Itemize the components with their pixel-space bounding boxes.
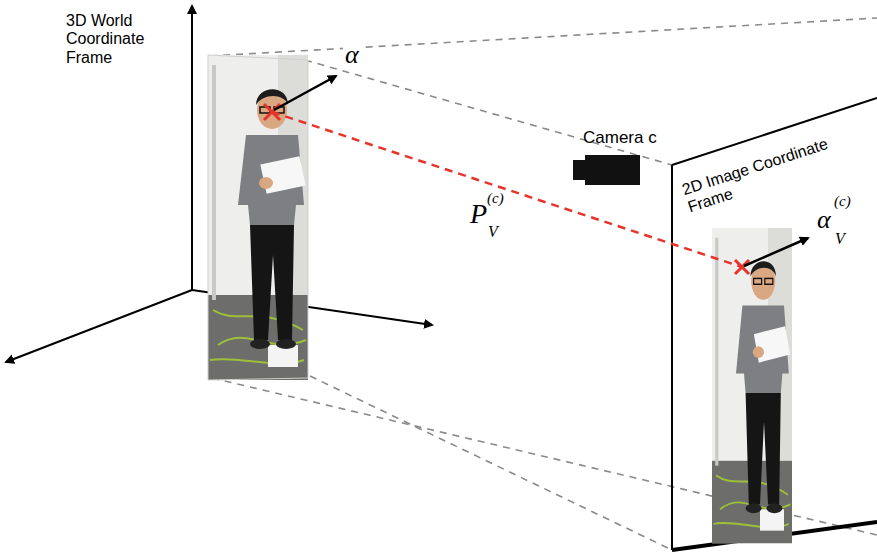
vector-symbol: α — [343, 40, 361, 70]
vector-symbol: α — [817, 205, 831, 235]
superscript: (c) — [834, 193, 851, 210]
subscript: V — [488, 223, 498, 241]
subscript: V — [835, 230, 845, 248]
superscript: (c) — [487, 190, 504, 207]
frame-title: 3D World Coordinate Frame — [66, 12, 176, 67]
projection-symbol: P — [468, 198, 489, 230]
camera-label: Camera c — [583, 128, 657, 148]
